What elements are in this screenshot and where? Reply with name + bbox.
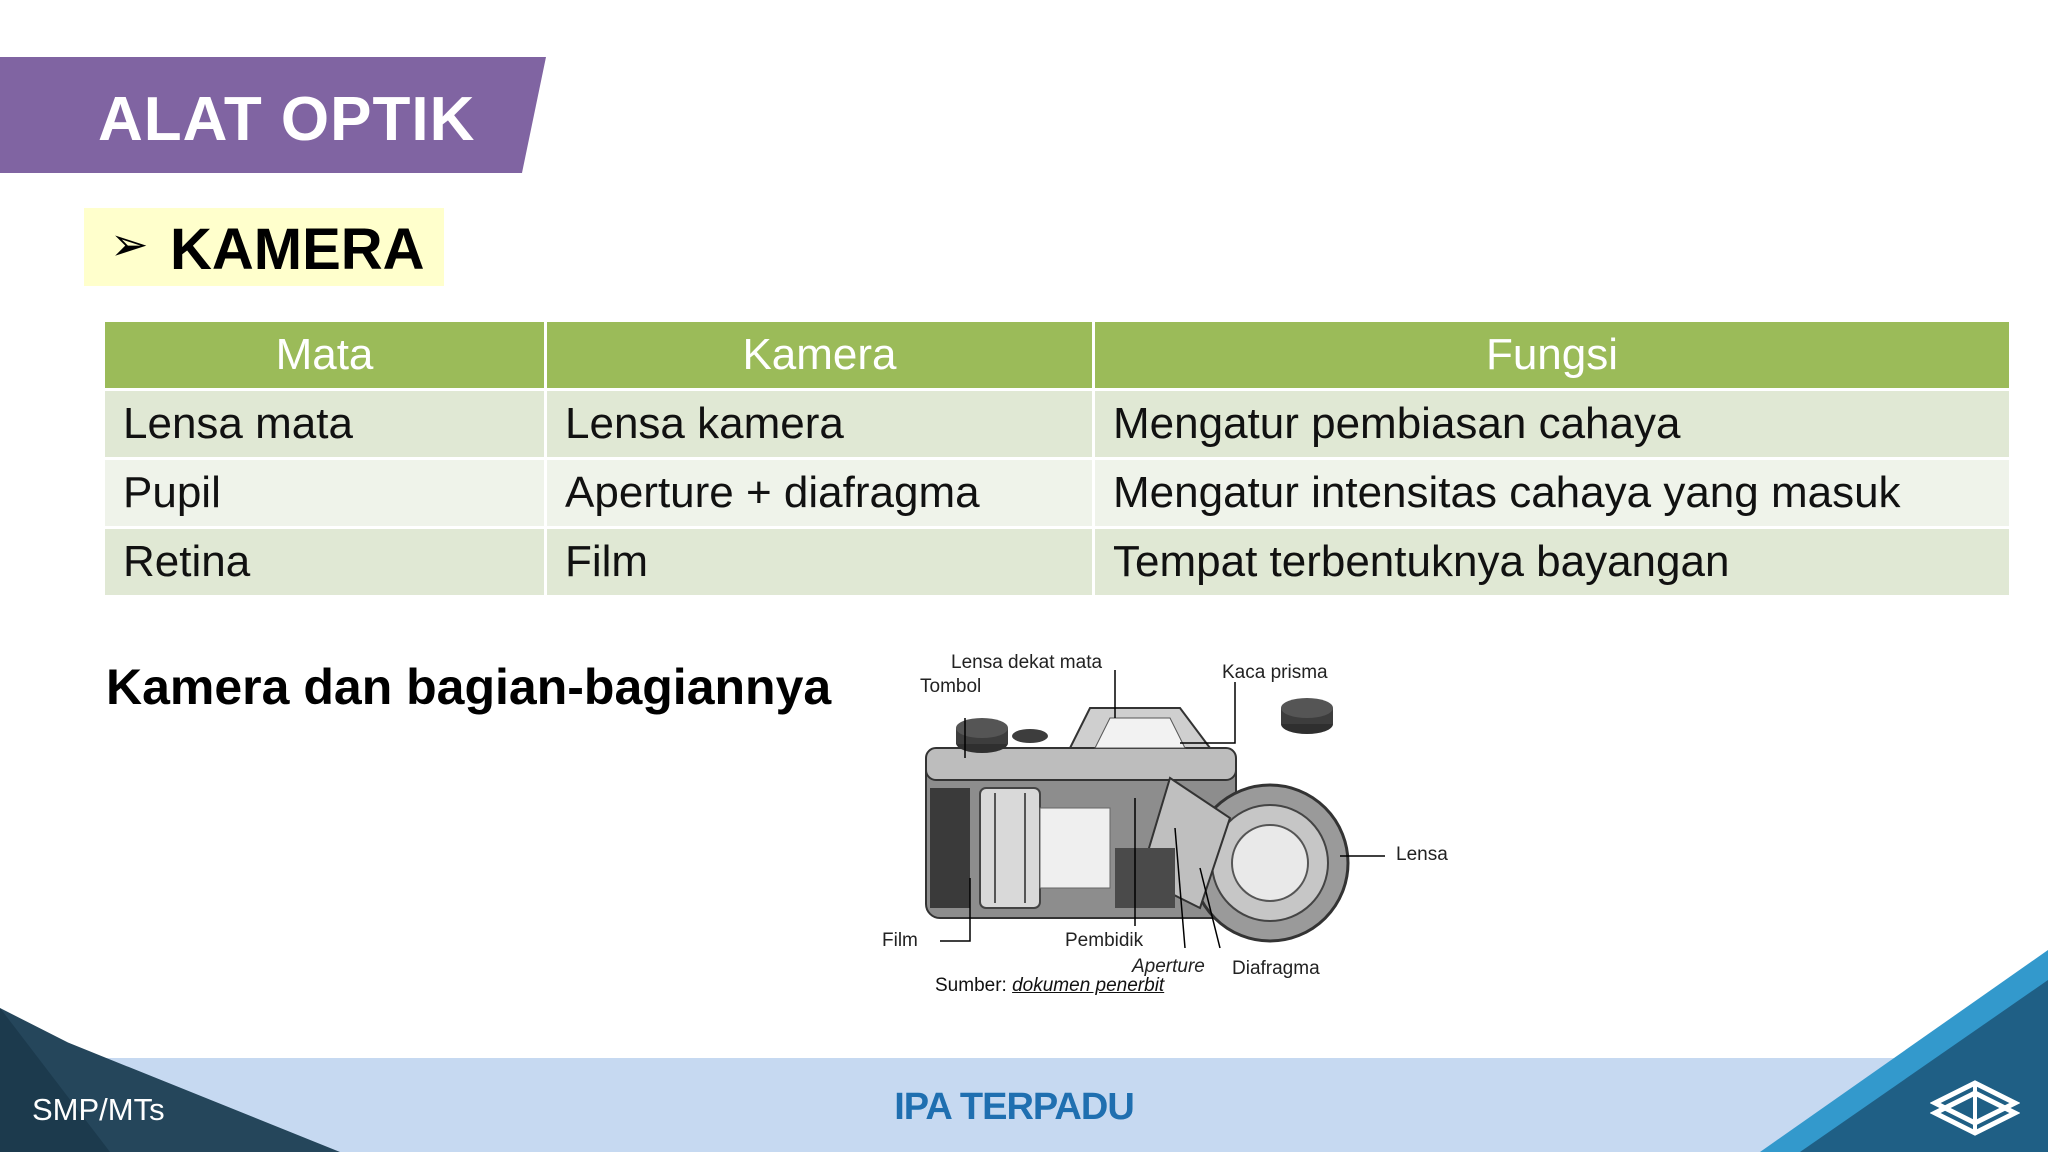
subtitle: KAMERA xyxy=(170,217,425,282)
footer-school-level: SMP/MTs xyxy=(32,1092,165,1127)
comparison-table: Mata Kamera Fungsi Lensa mata Lensa kame… xyxy=(102,319,2012,598)
footer-band xyxy=(0,1058,2048,1152)
page-title: ALAT OPTIK xyxy=(98,85,476,154)
label-tombol: Tombol xyxy=(920,676,982,697)
image-source: Sumber: dokumen penerbit xyxy=(935,975,1164,997)
table-cell: Lensa mata xyxy=(102,388,547,460)
book-stack-logo-icon xyxy=(1930,1080,2020,1136)
table-row: Pupil Aperture + diafragma Mengatur inte… xyxy=(102,457,2012,529)
camera-illustration xyxy=(925,670,1385,949)
footer-subject: IPA TERPADU xyxy=(894,1086,1135,1128)
table-cell: Retina xyxy=(102,526,547,598)
table-cell: Mengatur intensitas cahaya yang masuk xyxy=(1092,457,2012,529)
label-lensa-dekat-mata: Lensa dekat mata xyxy=(951,652,1103,673)
title-banner xyxy=(0,57,546,173)
table-row: Retina Film Tempat terbentuknya bayangan xyxy=(102,526,2012,598)
table-cell: Film xyxy=(544,526,1095,598)
table-cell: Lensa kamera xyxy=(544,388,1095,460)
table-cell: Aperture + diafragma xyxy=(544,457,1095,529)
label-aperture: Aperture xyxy=(1132,956,1205,977)
label-kaca-prisma: Kaca prisma xyxy=(1222,662,1328,683)
table-row: Lensa mata Lensa kamera Mengatur pembias… xyxy=(102,388,2012,460)
camera-diagram: Lensa dekat mata Tombol Kaca prisma Lens… xyxy=(870,648,1480,1000)
table-header-row: Mata Kamera Fungsi xyxy=(102,319,2012,391)
section-label: Kamera dan bagian-bagiannya xyxy=(106,659,832,715)
table-cell: Pupil xyxy=(102,457,547,529)
arrow-bullet-icon: ➢ xyxy=(110,218,149,270)
source-prefix: Sumber: xyxy=(935,975,1007,996)
column-header: Kamera xyxy=(544,319,1095,391)
subtitle-highlight xyxy=(84,208,444,286)
column-header: Mata xyxy=(102,319,547,391)
label-pembidik: Pembidik xyxy=(1065,930,1144,951)
label-diafragma: Diafragma xyxy=(1232,958,1320,979)
table-cell: Mengatur pembiasan cahaya xyxy=(1092,388,2012,460)
column-header: Fungsi xyxy=(1092,319,2012,391)
table-cell: Tempat terbentuknya bayangan xyxy=(1092,526,2012,598)
label-lensa: Lensa xyxy=(1396,844,1448,865)
source-link: dokumen penerbit xyxy=(1012,975,1165,996)
label-film: Film xyxy=(882,930,918,951)
